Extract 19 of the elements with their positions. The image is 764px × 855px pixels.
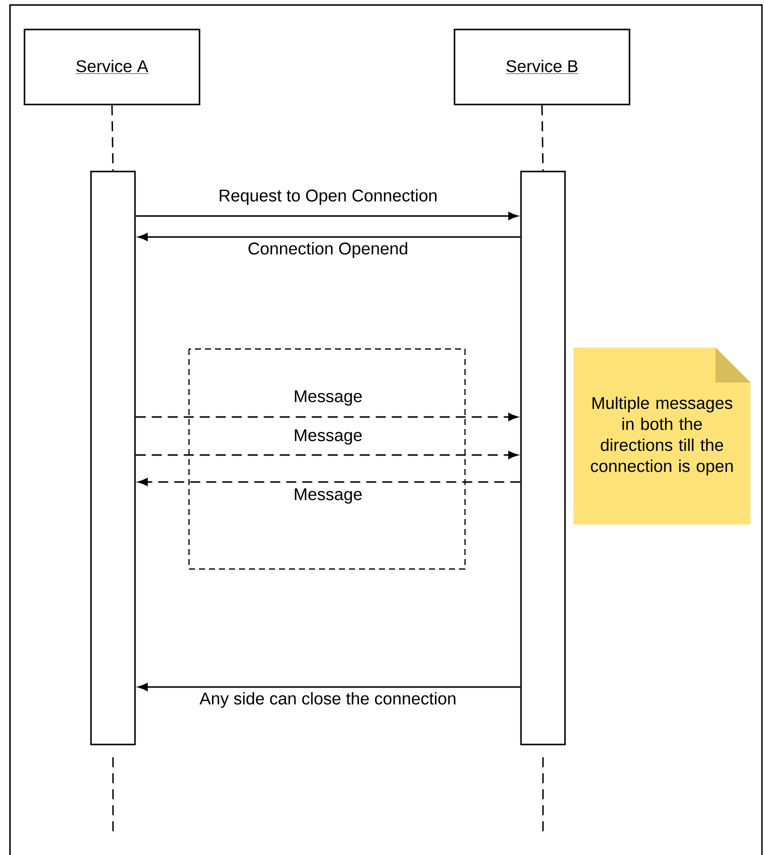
activation-bar	[90, 170, 136, 746]
lifeline	[111, 105, 114, 171]
message-arrow	[138, 683, 520, 691]
participant-box: Service A	[24, 28, 200, 106]
edge-label: Request to Open Connection	[217, 188, 439, 206]
edge-label: Message	[292, 487, 364, 505]
edge-label: Any side can close the connection	[198, 691, 458, 709]
message-arrow	[138, 233, 520, 241]
message-arrow	[138, 478, 520, 486]
message-arrow	[136, 413, 518, 421]
participant-box: Service B	[454, 28, 630, 106]
edge-label: Connection Openend	[246, 241, 410, 259]
activation-bar	[520, 170, 566, 746]
edge-label: Message	[292, 389, 364, 407]
lifeline	[541, 105, 544, 171]
message-arrow	[136, 451, 518, 459]
message-arrow	[136, 212, 518, 220]
edge-label: Message	[292, 428, 364, 446]
note: Multiple messages in both the directions till the connection is open	[574, 348, 750, 524]
